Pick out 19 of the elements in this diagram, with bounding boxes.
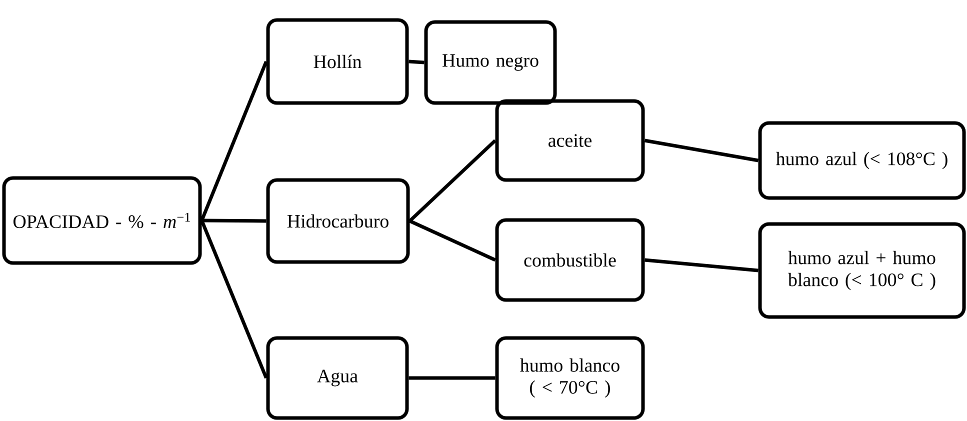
connector-line	[408, 139, 496, 222]
process-box: combustible	[495, 218, 645, 302]
connector-line	[644, 258, 758, 272]
process-box: aceite	[495, 99, 645, 182]
process-box: humo azul + humo blanco (< 100° C )	[758, 222, 966, 319]
process-box: humo blanco ( < 70°C )	[495, 336, 645, 420]
process-box: humo azul (< 108°C )	[758, 121, 966, 200]
connector-line	[408, 376, 496, 380]
connector-line	[408, 60, 424, 64]
process-box: Agua	[266, 336, 409, 420]
process-box: Hidrocarburo	[266, 178, 410, 264]
connector-line	[200, 220, 268, 379]
connector-line	[200, 60, 268, 222]
process-box: Hollín	[266, 18, 409, 105]
connector-line	[409, 219, 496, 262]
connector-line	[202, 218, 266, 223]
connector-line	[644, 138, 759, 162]
process-box: OPACIDAD - % - m$^{−1}$	[2, 176, 202, 265]
process-box: Humo negro	[424, 20, 557, 105]
